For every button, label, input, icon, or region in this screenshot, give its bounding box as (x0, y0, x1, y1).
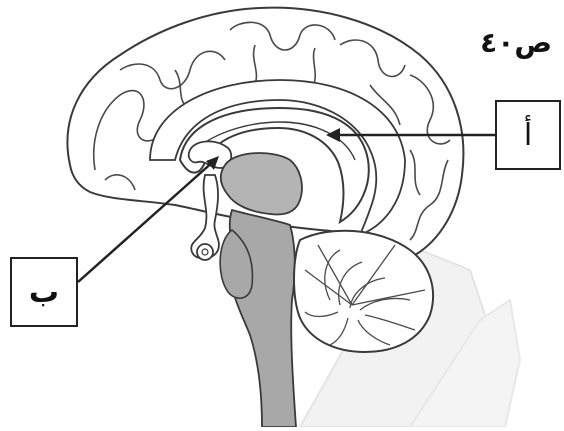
page-reference: ص٤٠ (480, 26, 552, 59)
label-box-b: ب (10, 257, 78, 327)
label-a-text: أ (524, 118, 532, 153)
pituitary-inner (202, 249, 208, 255)
label-b-text: ب (29, 275, 59, 310)
label-box-a: أ (495, 100, 561, 170)
